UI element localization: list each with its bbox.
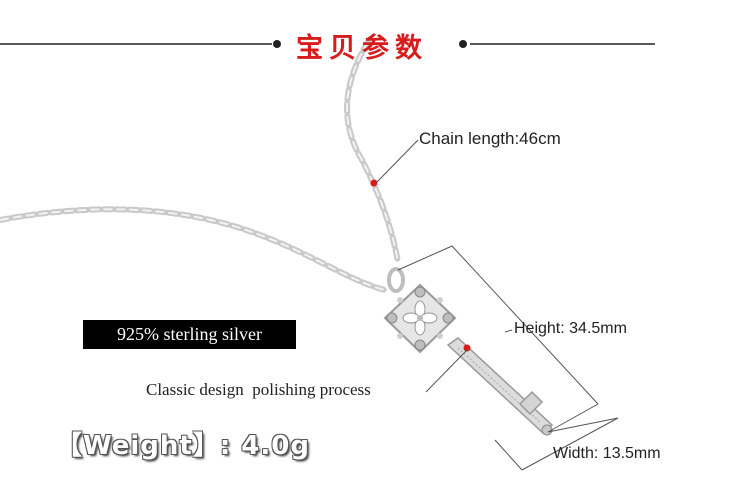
design-caption: Classic design polishing process	[146, 380, 371, 399]
chain-left-strand	[0, 206, 388, 293]
height-dimension	[397, 245, 599, 433]
flower-cutout	[402, 300, 438, 336]
weight-label: 【Weight】: 4.0g	[56, 431, 310, 461]
header-dot-left	[273, 40, 281, 48]
material-badge: 925% sterling silver	[83, 320, 296, 349]
key-tip	[541, 424, 553, 436]
header-dot-right	[459, 40, 467, 48]
chain-left-highlight	[0, 208, 386, 291]
chain-right-highlight	[346, 41, 399, 263]
pendant-bail	[387, 267, 405, 293]
page-title: 宝贝参数	[296, 33, 428, 64]
shaft-marker	[463, 344, 471, 352]
width-label: Width: 13.5mm	[553, 445, 661, 462]
chain-leader-line	[375, 139, 419, 184]
height-label: Height: 34.5mm	[514, 320, 627, 337]
width-dimension	[494, 417, 619, 471]
chain-marker	[370, 179, 378, 187]
classic-leader-line	[425, 349, 468, 393]
key-bit	[518, 390, 544, 416]
chain-length-label: Chain length:46cm	[419, 129, 561, 148]
key-pendant	[383, 267, 554, 436]
